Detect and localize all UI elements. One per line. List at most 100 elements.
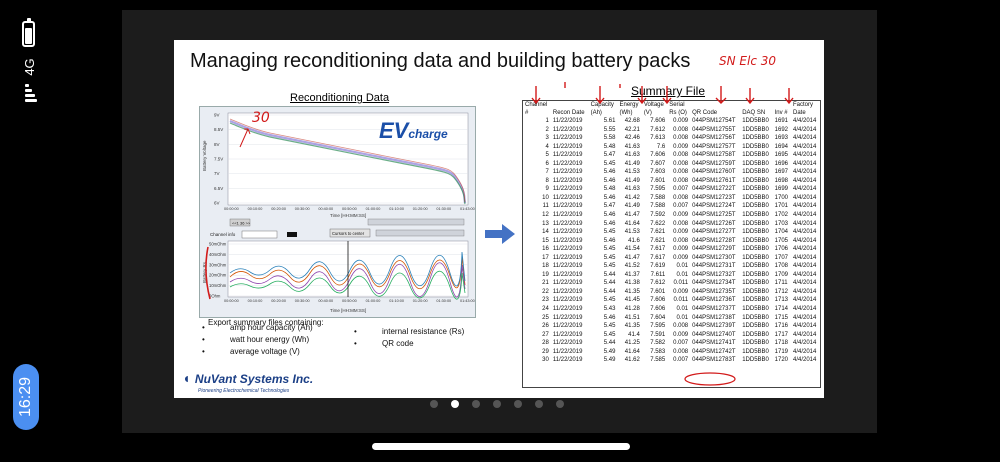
- table-cell: 4/4/2014: [792, 323, 817, 330]
- table-cell: 044PSM12736T: [692, 297, 736, 304]
- y-label-top: Battery Voltage: [202, 140, 207, 171]
- table-cell: 41.45: [624, 297, 640, 304]
- table-cell: 41.64: [624, 348, 640, 355]
- x-tick-label: 01:30:00: [436, 207, 451, 211]
- zoom-box[interactable]: [229, 218, 251, 227]
- cursors-button-label: Cursors to center: [332, 231, 365, 236]
- table-cell: 044PSM12731T: [692, 263, 736, 270]
- table-cell: 11/22/2019: [552, 212, 583, 219]
- bullets-left: amp hour capacity (Ah) watt hour energy …: [202, 322, 313, 358]
- column-header: #: [525, 110, 529, 116]
- table-cell: 11/22/2019: [552, 237, 583, 244]
- page-dot[interactable]: [535, 400, 543, 408]
- company-tag: Pioneering Electrochemical Technologies: [198, 388, 290, 394]
- clock-pill[interactable]: 16:29: [13, 364, 39, 430]
- table-cell: 41.4: [628, 331, 640, 338]
- page-dot[interactable]: [472, 400, 480, 408]
- table-cell: 1702: [774, 212, 788, 219]
- table-cell: 044PSM12722T: [692, 186, 736, 193]
- summary-title: Summary File: [631, 84, 706, 98]
- table-cell: 4/4/2014: [792, 237, 817, 244]
- table-cell: 7.612: [650, 126, 666, 133]
- scrollbar-top[interactable]: [367, 218, 465, 226]
- slide[interactable]: Managing reconditioning data and buildin…: [174, 40, 824, 398]
- page-dot[interactable]: [556, 400, 564, 408]
- bullet: average voltage (V): [202, 346, 313, 358]
- table-cell: 4/4/2014: [792, 280, 817, 287]
- page-dot[interactable]: [451, 400, 459, 408]
- table-cell: 7.582: [650, 340, 666, 347]
- table-cell: 4/4/2014: [792, 263, 817, 270]
- column-header: (Ah): [590, 110, 602, 116]
- home-indicator[interactable]: [372, 443, 630, 450]
- table-cell: 044PSM12735T: [692, 288, 736, 295]
- table-cell: 1701: [774, 203, 788, 210]
- table-cell: 0.01: [676, 271, 689, 278]
- ev-charge-logo: EVcharge: [379, 118, 448, 144]
- table-cell: 13: [542, 220, 549, 227]
- table-cell: 5.55: [603, 126, 616, 133]
- table-cell: 41.49: [624, 160, 640, 167]
- x-tick-label: 00:20:00: [271, 207, 286, 211]
- table-cell: 4/4/2014: [792, 126, 817, 133]
- table-cell: 0.008: [673, 348, 689, 355]
- table-cell: 1709: [774, 271, 788, 278]
- table-cell: 044PSM12758T: [692, 152, 736, 159]
- table-cell: 41.63: [624, 143, 640, 150]
- table-cell: 5.45: [603, 323, 616, 330]
- table-cell: 0.01: [676, 314, 689, 321]
- table-cell: 23: [542, 297, 549, 304]
- table-cell: 1DD5BB0: [742, 135, 769, 142]
- table-cell: 42.21: [624, 126, 640, 133]
- table-cell: 0.007: [673, 203, 689, 210]
- table-cell: 1698: [774, 177, 788, 184]
- table-cell: 4/4/2014: [792, 288, 817, 295]
- channel-info-input[interactable]: [241, 230, 278, 239]
- column-header: Energy: [619, 102, 639, 108]
- table-cell: 1719: [774, 348, 788, 355]
- table-cell: 1711: [774, 280, 788, 287]
- table-cell: 044PSM12740T: [692, 331, 736, 338]
- table-cell: 5.46: [603, 314, 616, 321]
- table-cell: 11/22/2019: [552, 340, 583, 347]
- table-cell: 11/22/2019: [552, 297, 583, 304]
- table-cell: 4/4/2014: [792, 118, 817, 124]
- table-cell: 1DD5BB0: [742, 237, 769, 244]
- table-cell: 044PSM12754T: [692, 118, 736, 124]
- page-dot[interactable]: [514, 400, 522, 408]
- x-tick-label: 00:30:00: [295, 299, 310, 303]
- annotation-arrows: [531, 82, 794, 105]
- table-cell: 11/22/2019: [552, 160, 583, 167]
- table-cell: 24: [542, 306, 549, 313]
- table-cell: 6: [545, 160, 549, 167]
- table-cell: 11/22/2019: [552, 152, 583, 159]
- table-cell: 1DD5BB0: [742, 314, 769, 321]
- table-cell: 4/4/2014: [792, 331, 817, 338]
- slide-title: Managing reconditioning data and buildin…: [190, 50, 691, 72]
- table-cell: 1DD5BB0: [742, 177, 769, 184]
- page-dot[interactable]: [493, 400, 501, 408]
- table-cell: 11/22/2019: [552, 186, 583, 193]
- table-cell: 41.64: [624, 220, 640, 227]
- table-cell: 11/22/2019: [552, 331, 583, 338]
- table-cell: 28: [542, 340, 549, 347]
- table-cell: 044PSM12760T: [692, 169, 736, 176]
- table-cell: 1708: [774, 263, 788, 270]
- table-cell: 41.38: [624, 280, 640, 287]
- table-cell: 7.591: [650, 331, 666, 338]
- table-cell: 0.008: [673, 169, 689, 176]
- scrollbar-mid[interactable]: [375, 229, 465, 237]
- annotation-bracket: [205, 246, 211, 300]
- table-cell: 7.604: [650, 314, 666, 321]
- cursors-to-center-button[interactable]: [329, 228, 371, 238]
- table-cell: 1DD5BB0: [742, 331, 769, 338]
- page-dot[interactable]: [430, 400, 438, 408]
- table-cell: 1694: [774, 143, 788, 150]
